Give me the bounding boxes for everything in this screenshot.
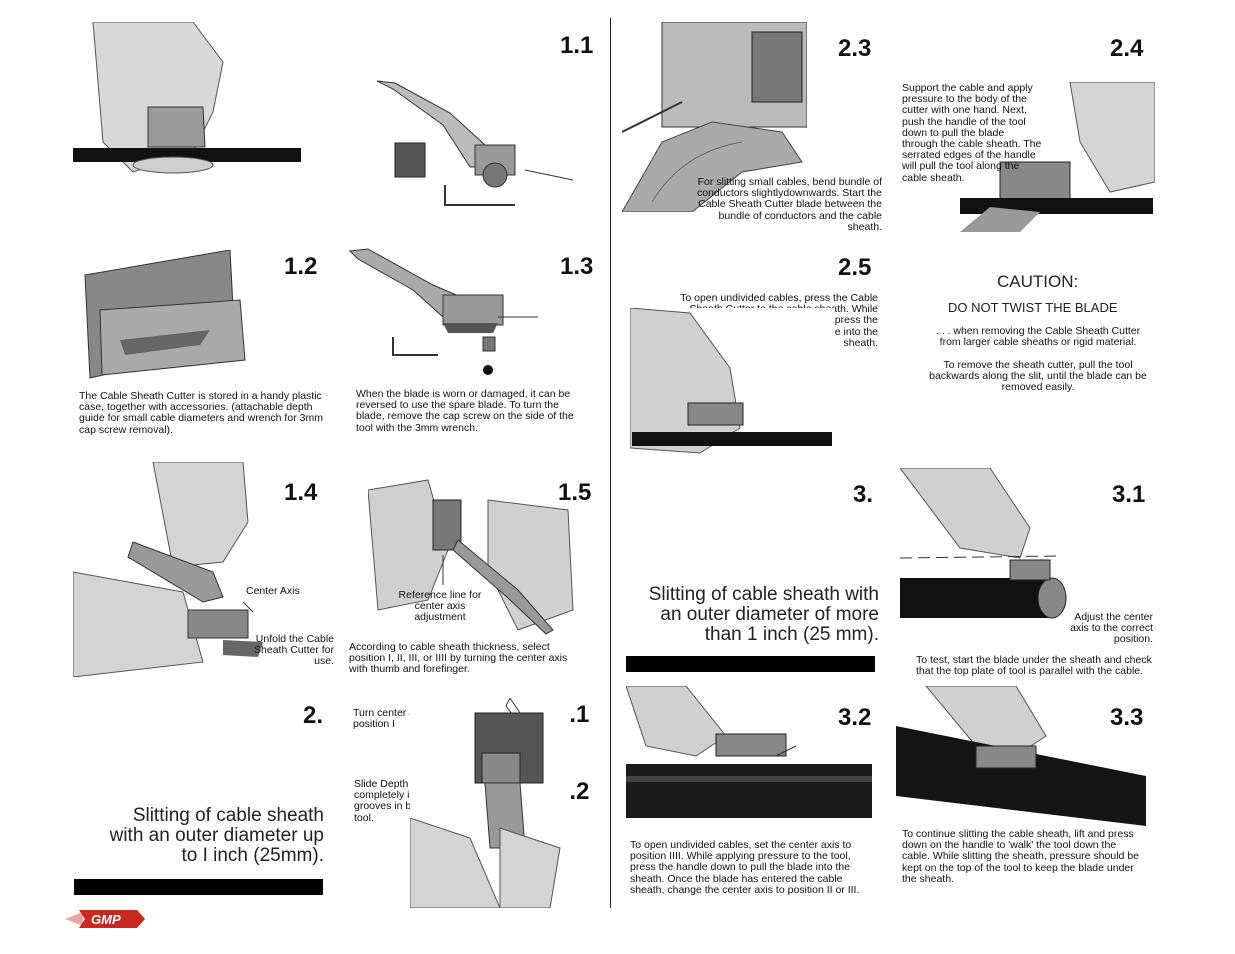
step-number-1-4: 1.4	[284, 479, 318, 506]
caption-1-2: The Cable Sheath Cutter is stored in a h…	[79, 390, 323, 436]
step-number-2-5: 2.5	[838, 254, 872, 281]
caption-3-2: To open undivided cables, set the center…	[630, 839, 860, 896]
caption-3-3: To continue slitting the cable sheath, l…	[902, 828, 1139, 885]
caption-1-5: According to cable sheath thickness, sel…	[349, 641, 568, 676]
caution-line-2: To remove the sheath cutter, pull the to…	[929, 359, 1147, 394]
caption-2-3: For slitting small cables, bend bundle o…	[696, 176, 882, 233]
gmp-logo: GMP	[65, 906, 145, 932]
photo-2-4-push-handle	[960, 82, 1155, 232]
step-number-1-1: 1.1	[560, 32, 594, 59]
step-number-3-2: 3.2	[838, 704, 872, 731]
page-divider	[610, 18, 611, 908]
photo-3-3-walk-tool	[896, 686, 1146, 831]
step-number-2: 2.	[303, 702, 324, 729]
heading-section-2: Slitting of cable sheath with an outer d…	[109, 805, 324, 866]
label-center-axis: Center Axis	[246, 585, 300, 597]
caption-2-1: Turn center axis to position I	[353, 707, 440, 731]
caution-title: CAUTION:	[997, 272, 1079, 291]
step-number-1-3: 1.3	[560, 253, 594, 280]
caption-3-1: To test, start the blade under the sheat…	[916, 654, 1152, 678]
photo-2-5-open-cable	[630, 308, 835, 458]
black-bar-section-3	[626, 656, 875, 672]
step-number-1-2: 1.2	[284, 253, 318, 280]
caution-subtitle: DO NOT TWIST THE BLADE	[948, 300, 1118, 315]
caption-2-4: Support the cable and apply pressure to …	[902, 82, 1042, 184]
caution-line-1: . . . when removing the Cable Sheath Cut…	[935, 325, 1141, 349]
photo-3-2-large-cable	[626, 686, 874, 826]
photo-2-3-small-cable	[622, 22, 807, 212]
logo-text: GMP	[91, 912, 121, 927]
label-unfold: Unfold the Cable Sheath Cutter for use.	[254, 633, 334, 668]
label-3-1: Adjust the center axis to the correct po…	[1070, 611, 1153, 646]
label-reference-line: Reference line for center axis adjustmen…	[398, 589, 482, 624]
photo-1-1-tool-parts	[375, 75, 575, 210]
photo-2-1-depth-guide	[410, 698, 570, 908]
photo-1-1-hand-on-cable	[73, 22, 303, 180]
step-number-3-3: 3.3	[1110, 704, 1144, 731]
caption-2-2: Slide Depth Guide completely into groove…	[354, 778, 440, 824]
photo-1-2-case	[80, 250, 250, 380]
step-number-3-1: 3.1	[1112, 481, 1146, 508]
black-bar-section-2	[74, 879, 323, 895]
step-number-2-4: 2.4	[1110, 35, 1144, 62]
step-number-1-5: 1.5	[558, 479, 592, 506]
caption-1-3: When the blade is worn or damaged, it ca…	[356, 388, 574, 434]
photo-1-5-adjust	[368, 470, 578, 635]
heading-section-3: Slitting of cable sheath with an outer d…	[648, 584, 879, 645]
photo-1-3-blade	[348, 245, 543, 380]
photo-3-1-test-blade	[900, 468, 1070, 628]
step-number-2-3: 2.3	[838, 35, 872, 62]
photo-1-4-unfold	[73, 462, 338, 677]
step-number-3: 3.	[853, 481, 874, 508]
